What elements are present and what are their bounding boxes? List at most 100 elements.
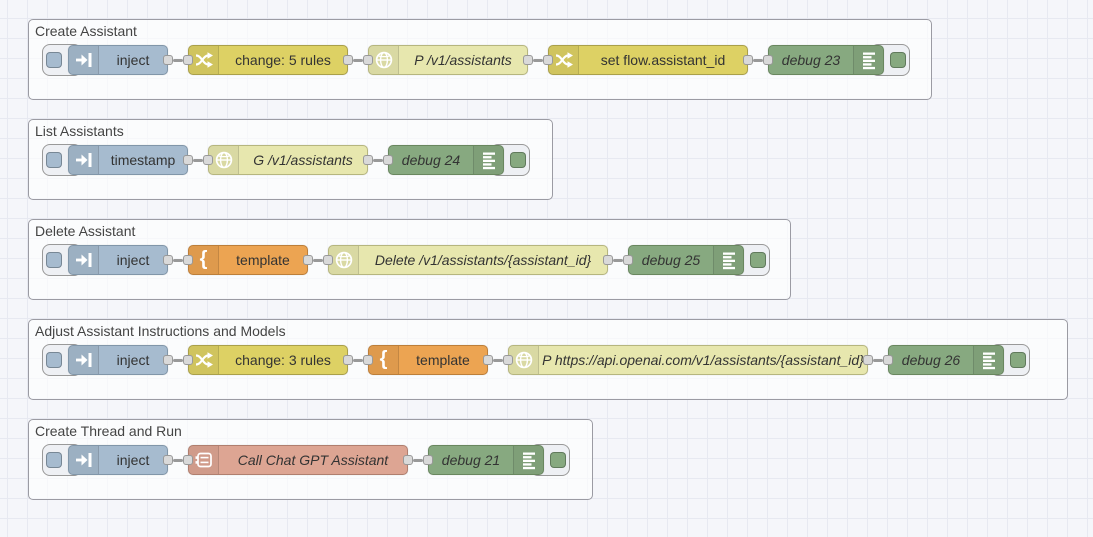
node-label: inject [116,452,150,468]
input-port[interactable] [363,55,373,65]
node-body[interactable]: Delete /v1/assistants/{assistant_id} [328,245,608,275]
output-port[interactable] [403,455,413,465]
node-body[interactable]: debug 23 [768,45,884,75]
debug-button-fill[interactable] [1010,352,1026,368]
output-port[interactable] [343,55,353,65]
output-port[interactable] [743,55,753,65]
http-request-node[interactable]: Delete /v1/assistants/{assistant_id} [323,245,613,275]
template-node[interactable]: {template [363,345,493,375]
node-body[interactable]: debug 26 [888,345,1004,375]
shuffle-icon [549,46,579,74]
input-port[interactable] [183,255,193,265]
node-body[interactable]: Call Chat GPT Assistant [188,445,408,475]
inject-button-fill[interactable] [46,52,62,68]
output-port[interactable] [483,355,493,365]
change-node[interactable]: set flow.assistant_id [543,45,753,75]
http-request-node[interactable]: G /v1/assistants [203,145,373,175]
output-port[interactable] [363,155,373,165]
node-label: debug 23 [781,52,841,68]
debug-button-fill[interactable] [750,252,766,268]
input-port[interactable] [363,355,373,365]
node-label: debug 24 [401,152,461,168]
output-port[interactable] [163,355,173,365]
output-port[interactable] [303,255,313,265]
debug-node[interactable]: debug 23 [763,44,910,76]
node-body[interactable]: debug 25 [628,245,744,275]
node-body[interactable]: change: 3 rules [188,345,348,375]
change-node[interactable]: change: 5 rules [183,45,353,75]
inject-button-fill[interactable] [46,352,62,368]
debug-button-fill[interactable] [510,152,526,168]
inject-node[interactable]: inject [42,444,173,476]
wire [873,358,883,362]
debug-button-fill[interactable] [890,52,906,68]
output-port[interactable] [863,355,873,365]
template-node[interactable]: {template [183,245,313,275]
output-port[interactable] [343,355,353,365]
inject-node[interactable]: inject [42,344,173,376]
node-body[interactable]: debug 21 [428,445,544,475]
node-body[interactable]: inject [68,245,168,275]
wire [353,58,363,62]
inject-node[interactable]: inject [42,44,173,76]
node-body[interactable]: P /v1/assistants [368,45,528,75]
wire [613,258,623,262]
input-port[interactable] [323,255,333,265]
node-label: inject [116,52,150,68]
debug-node[interactable]: debug 25 [623,244,770,276]
output-port[interactable] [163,455,173,465]
input-port[interactable] [183,355,193,365]
inject-node[interactable]: inject [42,244,173,276]
node-body[interactable]: debug 24 [388,145,504,175]
node-body[interactable]: set flow.assistant_id [548,45,748,75]
output-port[interactable] [183,155,193,165]
inject-button-fill[interactable] [46,252,62,268]
http-request-node[interactable]: P https://api.openai.com/v1/assistants/{… [503,345,873,375]
output-port[interactable] [163,55,173,65]
node-label: Delete /v1/assistants/{assistant_id} [374,252,592,268]
node-body[interactable]: G /v1/assistants [208,145,368,175]
node-body[interactable]: inject [68,45,168,75]
node-body[interactable]: P https://api.openai.com/v1/assistants/{… [508,345,868,375]
output-port[interactable] [523,55,533,65]
input-port[interactable] [763,55,773,65]
inject-button-fill[interactable] [46,452,62,468]
wire [533,58,543,62]
node-label: timestamp [110,152,176,168]
output-port[interactable] [603,255,613,265]
node-body[interactable]: inject [68,445,168,475]
node-body[interactable]: inject [68,345,168,375]
input-port[interactable] [383,155,393,165]
input-port[interactable] [623,255,633,265]
inject-arrow-icon [69,146,99,174]
change-node[interactable]: change: 3 rules [183,345,353,375]
wire [373,158,383,162]
subflow-node[interactable]: Call Chat GPT Assistant [183,445,413,475]
node-body[interactable]: change: 5 rules [188,45,348,75]
input-port[interactable] [183,455,193,465]
inject-node[interactable]: timestamp [42,144,193,176]
debug-lines-icon [473,146,503,174]
node-label: Call Chat GPT Assistant [237,452,389,468]
node-label: change: 3 rules [235,352,331,368]
input-port[interactable] [543,55,553,65]
debug-node[interactable]: debug 26 [883,344,1030,376]
input-port[interactable] [183,55,193,65]
inject-arrow-icon [69,246,99,274]
output-port[interactable] [163,255,173,265]
node-body[interactable]: {template [368,345,488,375]
node-body[interactable]: timestamp [68,145,188,175]
debug-node[interactable]: debug 21 [423,444,570,476]
debug-button-fill[interactable] [550,452,566,468]
node-body[interactable]: {template [188,245,308,275]
inject-button-fill[interactable] [46,152,62,168]
debug-node[interactable]: debug 24 [383,144,530,176]
input-port[interactable] [203,155,213,165]
http-request-node[interactable]: P /v1/assistants [363,45,533,75]
node-label: P https://api.openai.com/v1/assistants/{… [542,352,864,368]
input-port[interactable] [883,355,893,365]
input-port[interactable] [423,455,433,465]
node-label: inject [116,352,150,368]
input-port[interactable] [503,355,513,365]
